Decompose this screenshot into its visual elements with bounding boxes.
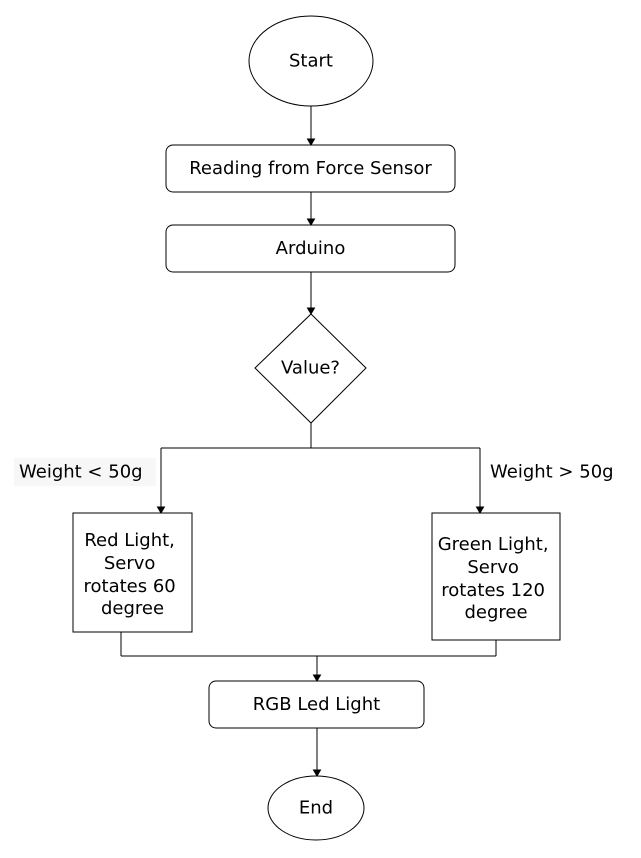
weight-less-label: Weight < 50g (19, 462, 143, 483)
start-label: Start (289, 51, 333, 72)
arrowhead (156, 506, 166, 514)
edge-label-right: Weight > 50g (490, 462, 614, 483)
red-light-node: Red Light, Servo rotates 60 degree (72, 512, 193, 633)
rgb-label: RGB Led Light (253, 694, 380, 715)
red-light-label: Red Light, Servo rotates 60 degree (84, 530, 182, 619)
reading-node: Reading from Force Sensor (165, 144, 456, 193)
red-light-line-1: Red Light, (84, 530, 175, 551)
green-light-node: Green Light, Servo rotates 120 degree (431, 512, 561, 641)
rgb-node: RGB Led Light (208, 680, 425, 729)
arduino-label: Arduino (276, 238, 346, 259)
decision-label: Value? (281, 358, 340, 379)
edge-merge-to-rgb (120, 632, 497, 682)
end-label: End (299, 798, 333, 819)
arrowhead (475, 506, 485, 514)
edge-reading-to-arduino (306, 192, 316, 226)
decision-node: Value? (254, 313, 367, 424)
green-light-line-4: degree (464, 602, 527, 623)
edge-label-left: Weight < 50g (14, 458, 156, 486)
green-light-label: Green Light, Servo rotates 120 degree (438, 534, 555, 623)
green-light-line-2: Servo (467, 557, 519, 578)
edge-start-to-reading (306, 106, 316, 146)
end-node: End (267, 775, 365, 841)
green-light-line-1: Green Light, (438, 534, 549, 555)
arrowhead (312, 769, 322, 777)
red-light-line-2: Servo (104, 553, 156, 574)
red-light-line-4: degree (101, 598, 164, 619)
edge-rgb-to-end (312, 728, 322, 777)
red-light-line-3: rotates 60 (84, 576, 176, 597)
arrowhead (312, 674, 322, 682)
arrowhead (306, 307, 316, 315)
edge-arduino-to-decision (306, 272, 316, 315)
green-light-line-3: rotates 120 (441, 580, 545, 601)
start-node: Start (248, 15, 374, 107)
arrowhead (306, 138, 316, 146)
reading-label: Reading from Force Sensor (189, 158, 432, 179)
weight-greater-label: Weight > 50g (490, 462, 614, 483)
arduino-node: Arduino (165, 224, 456, 273)
edge-decision-branch (156, 423, 485, 514)
arrowhead (306, 218, 316, 226)
